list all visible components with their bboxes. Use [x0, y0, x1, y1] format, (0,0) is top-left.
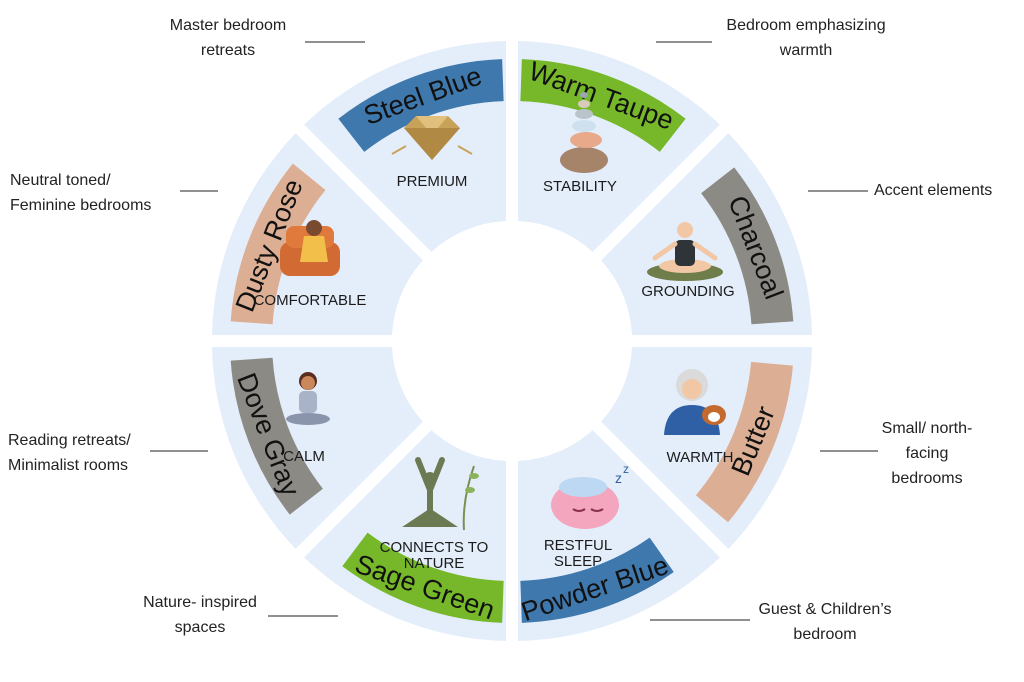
quality-label-powder-blue: SLEEP [554, 553, 602, 570]
note-line: Neutral toned/ [10, 172, 111, 189]
quality-label-sage-green: CONNECTS TO [380, 539, 489, 556]
band-steel-blue [338, 59, 504, 152]
note-line: Small/ north- [881, 420, 973, 437]
note-line: spaces [174, 619, 226, 636]
relaxing-armchair-icon [280, 220, 340, 276]
note-charcoal: Accent elements [874, 178, 1014, 203]
note-sage-green: Nature- inspired spaces [115, 590, 285, 640]
note-line: warmth [779, 42, 833, 59]
note-steel-blue: Master bedroom retreats [148, 13, 308, 63]
note-line: facing [905, 445, 949, 462]
quality-label-layer: PREMIUM STABILITY GROUNDING WARMTH RESTFULSL… [254, 173, 735, 572]
note-line: Feminine bedrooms [10, 197, 152, 214]
quality-label-warm-taupe: STABILITY [543, 178, 617, 195]
band-dove-gray [230, 357, 323, 515]
wedge-layer [212, 41, 812, 641]
band-charcoal [701, 167, 794, 325]
quality-label-powder-blue: RESTFUL [544, 537, 612, 554]
icon-layer: zz [280, 92, 726, 531]
note-line: Reading retreats/ [8, 432, 131, 449]
note-line: Accent elements [874, 182, 993, 199]
quality-label-sage-green: NATURE [404, 555, 465, 572]
note-dove-gray: Reading retreats/ Minimalist rooms [8, 428, 158, 478]
note-powder-blue: Guest & Children’s bedroom [735, 597, 915, 647]
note-warm-taupe: Bedroom emphasizing warmth [706, 13, 906, 63]
yoga-silhouette-icon [402, 457, 479, 531]
sleeping-brain-icon: zz [551, 462, 629, 529]
diamond-icon [391, 116, 473, 160]
note-butter: Small/ north- facing bedrooms [862, 416, 992, 491]
svg-text:z: z [615, 470, 622, 486]
meditating-girl-icon [286, 372, 330, 425]
svg-text:z: z [623, 462, 629, 476]
quality-label-charcoal: GROUNDING [641, 283, 734, 300]
note-line: bedroom [793, 626, 857, 643]
quality-label-dusty-rose: COMFORTABLE [254, 292, 367, 309]
note-line: bedrooms [891, 470, 963, 487]
note-dusty-rose: Neutral toned/ Feminine bedrooms [10, 168, 180, 218]
band-warm-taupe [520, 59, 686, 152]
note-line: Nature- inspired [143, 594, 257, 611]
meditating-man-icon [647, 222, 723, 281]
note-line: retreats [200, 42, 256, 59]
band-powder-blue [520, 537, 674, 623]
leader-line-layer [150, 41, 878, 621]
band-sage-green [342, 532, 504, 623]
band-butter [695, 361, 793, 523]
quality-label-butter: WARMTH [667, 449, 734, 466]
note-line: Minimalist rooms [8, 457, 129, 474]
quality-label-dove-gray: CALM [283, 448, 325, 465]
note-line: Guest & Children’s [758, 601, 892, 618]
grandma-with-dog-icon [664, 369, 726, 435]
stacked-stones-icon [560, 92, 608, 173]
band-dusty-rose [230, 163, 326, 325]
quality-label-steel-blue: PREMIUM [397, 173, 468, 190]
note-line: Master bedroom [169, 17, 287, 34]
note-line: Bedroom emphasizing [726, 17, 886, 34]
